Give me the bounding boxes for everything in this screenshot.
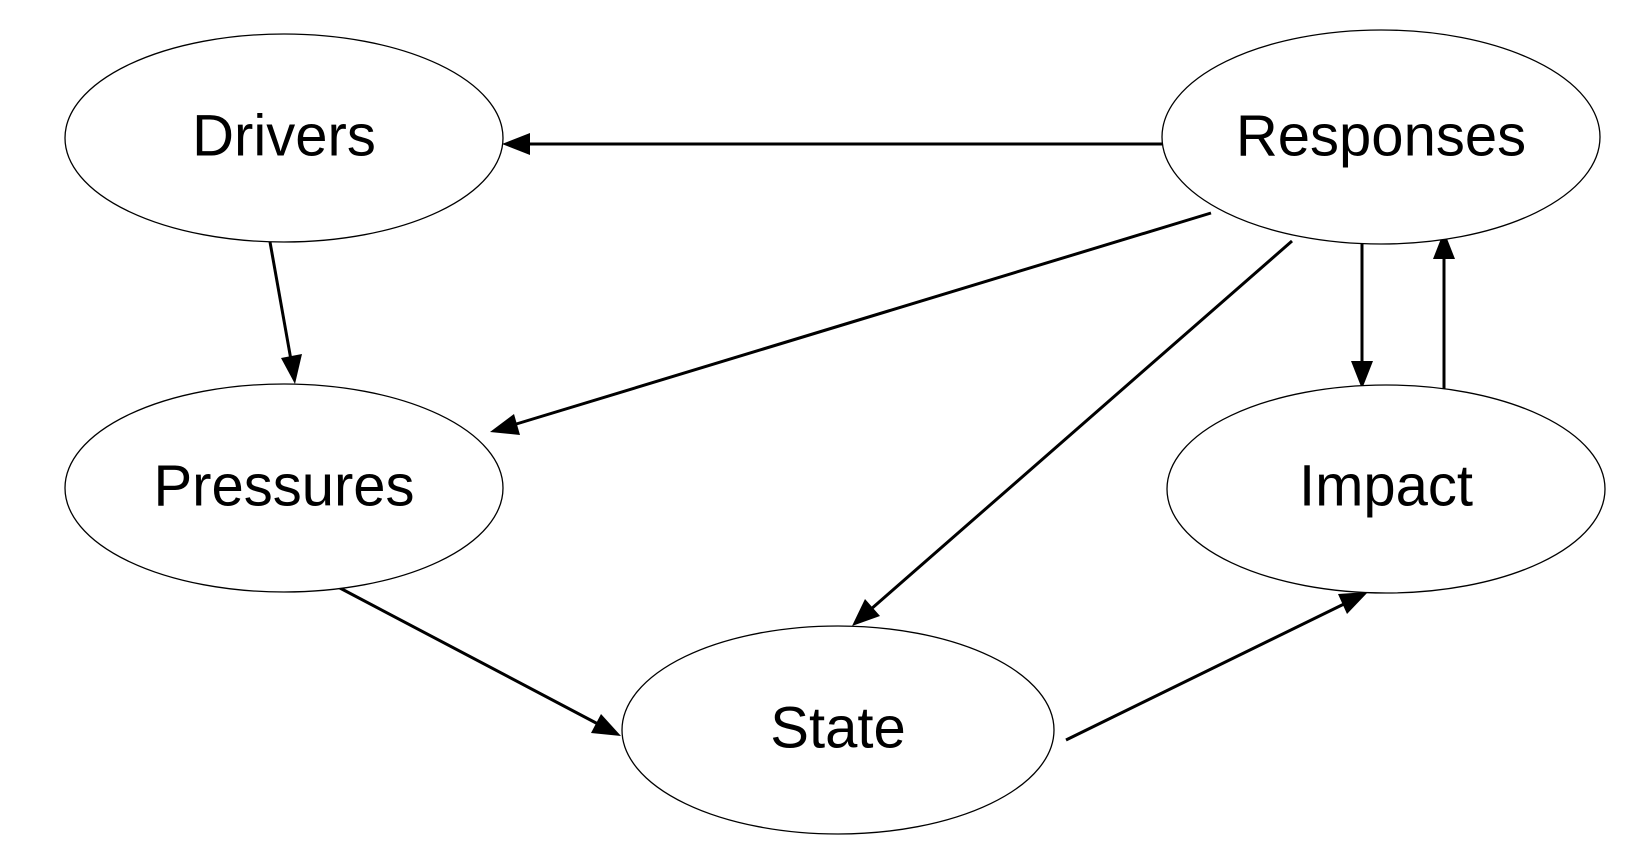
edge-responses-to-drivers	[502, 133, 1162, 155]
edge-impact-to-responses	[1433, 231, 1455, 394]
node-state-label: State	[770, 696, 905, 761]
edge-drivers-to-pressures	[268, 241, 302, 384]
edges	[268, 133, 1455, 742]
node-pressures-label: Pressures	[153, 454, 414, 519]
edge-pressures-to-state	[337, 585, 621, 736]
node-pressures: Pressures	[64, 383, 504, 593]
node-responses: Responses	[1161, 29, 1601, 245]
edge-state-to-impact	[1065, 592, 1368, 742]
edge-responses-to-state	[852, 239, 1293, 626]
node-impact: Impact	[1166, 384, 1606, 594]
node-drivers-label: Drivers	[192, 104, 376, 169]
node-responses-label: Responses	[1236, 104, 1526, 169]
node-state: State	[621, 625, 1055, 835]
node-drivers: Drivers	[64, 33, 504, 243]
edge-responses-to-impact	[1351, 244, 1373, 389]
node-impact-label: Impact	[1299, 454, 1473, 519]
edge-responses-to-pressures	[490, 211, 1212, 435]
